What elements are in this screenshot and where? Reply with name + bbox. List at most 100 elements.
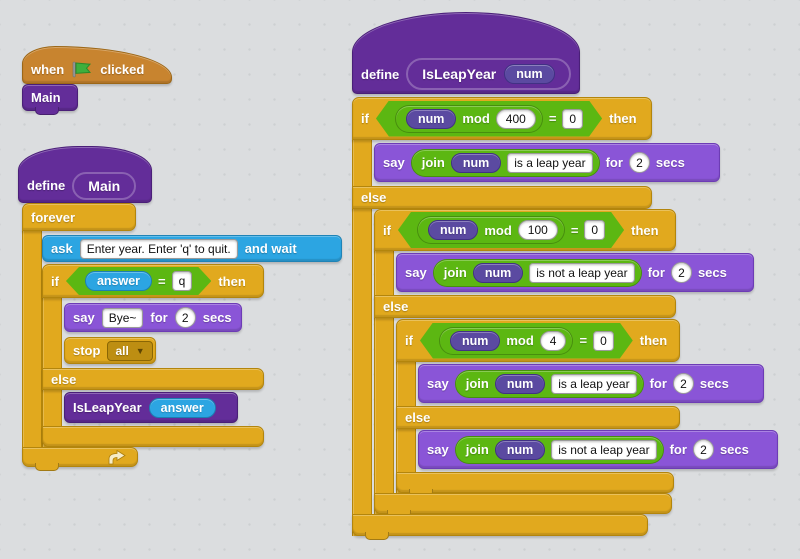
say-join-block-4[interactable]: say join num is not a leap year for 2 se… <box>418 430 778 469</box>
say-label: say <box>427 376 449 391</box>
equals-input[interactable]: 0 <box>584 220 605 240</box>
join-label: join <box>421 155 445 170</box>
secs-input-4[interactable]: 2 <box>692 439 714 460</box>
ask-label: ask <box>51 241 73 256</box>
say-join-block-2[interactable]: say join num is not a leap year for 2 se… <box>396 253 754 292</box>
forever-label: forever <box>31 209 76 225</box>
message-input-2[interactable]: is not a leap year <box>529 262 635 283</box>
else-label: else <box>51 371 77 387</box>
mod-expression-100[interactable]: num mod 100 <box>417 216 565 244</box>
define-isleapyear-hat[interactable]: define IsLeapYear num <box>352 12 580 94</box>
ask-input[interactable]: Enter year. Enter 'q' to quit. <box>79 238 238 259</box>
if-bottom-bar-2[interactable] <box>374 493 672 518</box>
define-label: define <box>361 66 400 82</box>
num-reporter[interactable]: num <box>494 439 546 460</box>
mod-expression-400[interactable]: num mod 400 <box>395 105 543 133</box>
equals-label: = <box>579 333 588 348</box>
mod-input-4[interactable]: 4 <box>540 331 567 351</box>
else-label: else <box>405 410 431 425</box>
param-reporter-num[interactable]: num <box>504 64 555 84</box>
call-name-label: IsLeapYear <box>73 400 142 415</box>
mod-label: mod <box>506 333 534 348</box>
stop-dropdown[interactable]: all ▼ <box>107 340 153 361</box>
secs-input-2[interactable]: 2 <box>670 262 692 283</box>
for-label: for <box>669 442 687 457</box>
stop-block[interactable]: stop all ▼ <box>64 337 156 364</box>
message-input-3[interactable]: is a leap year <box>551 373 637 394</box>
then-label: then <box>639 333 668 348</box>
condition-hexagon-mod400[interactable]: num mod 400 = 0 <box>376 101 602 137</box>
custom-block-prototype-main[interactable]: Main <box>72 171 137 200</box>
answer-reporter[interactable]: answer <box>85 271 152 291</box>
secs-input-1[interactable]: 2 <box>628 152 650 173</box>
say-join-block-3[interactable]: say join num is a leap year for 2 secs <box>418 364 764 403</box>
if-label: if <box>405 333 413 348</box>
num-reporter[interactable]: num <box>450 152 502 173</box>
say-label: say <box>405 265 427 280</box>
when-label: when <box>31 61 65 77</box>
equals-label: = <box>570 222 579 238</box>
condition-hexagon[interactable]: answer = q <box>66 267 211 295</box>
secs-input[interactable]: 2 <box>174 307 196 328</box>
condition-hexagon-mod4[interactable]: num mod 4 = 0 <box>420 323 633 359</box>
loop-arrow-icon <box>105 449 129 465</box>
mod-expression-4[interactable]: num mod 4 <box>439 327 574 355</box>
message-input-1[interactable]: is a leap year <box>507 152 593 173</box>
prototype-name: Main <box>88 177 121 194</box>
say-bye-block[interactable]: say Bye~ for 2 secs <box>64 303 242 332</box>
if2-arm[interactable] <box>374 249 394 514</box>
then-label: then <box>218 273 246 289</box>
join-label: join <box>465 376 489 391</box>
answer-argument-reporter[interactable]: answer <box>148 397 216 418</box>
mod-input-400[interactable]: 400 <box>496 109 536 129</box>
if-block-top[interactable]: if answer = q then <box>42 264 264 298</box>
num-reporter[interactable]: num <box>494 373 546 394</box>
isleapyear-call-block[interactable]: IsLeapYear answer <box>64 392 238 423</box>
when-flag-clicked-block[interactable]: when clicked <box>22 46 172 84</box>
equals-input[interactable]: 0 <box>593 331 614 351</box>
mod-input-100[interactable]: 100 <box>518 220 558 240</box>
join-expression-4[interactable]: join num is not a leap year <box>454 435 664 464</box>
forever-arm[interactable] <box>22 228 42 450</box>
num-reporter[interactable]: num <box>450 331 500 351</box>
else-bar-1[interactable]: else <box>352 186 652 209</box>
if-mod400-top[interactable]: if num mod 400 = 0 then <box>352 97 652 140</box>
condition-hexagon-mod100[interactable]: num mod 100 = 0 <box>398 212 624 248</box>
join-expression-1[interactable]: join num is a leap year <box>410 148 600 177</box>
else-label: else <box>361 190 387 205</box>
else-bar-3[interactable]: else <box>396 406 680 429</box>
ask-block[interactable]: ask Enter year. Enter 'q' to quit. and w… <box>42 235 342 262</box>
else-bar[interactable]: else <box>42 368 264 390</box>
main-call-block[interactable]: Main <box>22 84 78 115</box>
join-expression-2[interactable]: join num is not a leap year <box>432 258 642 287</box>
if-bottom-bar-3[interactable] <box>396 472 674 497</box>
else-label: else <box>383 299 409 314</box>
message-input-4[interactable]: is not a leap year <box>551 439 657 460</box>
num-reporter[interactable]: num <box>472 262 524 283</box>
else-bar-2[interactable]: else <box>374 295 676 318</box>
say-label: say <box>427 442 449 457</box>
if-bottom-bar-1[interactable] <box>352 514 648 540</box>
num-reporter[interactable]: num <box>406 109 456 129</box>
if-mod100-top[interactable]: if num mod 100 = 0 then <box>374 209 676 251</box>
forever-bottom-bar[interactable] <box>22 447 138 471</box>
for-label: for <box>150 310 168 325</box>
say-input[interactable]: Bye~ <box>101 307 144 328</box>
if1-arm[interactable] <box>352 138 372 536</box>
num-reporter[interactable]: num <box>428 220 478 240</box>
if-bottom-bar[interactable] <box>42 426 264 447</box>
if-mod4-top[interactable]: if num mod 4 = 0 then <box>396 319 680 362</box>
secs-input-3[interactable]: 2 <box>672 373 694 394</box>
join-expression-3[interactable]: join num is a leap year <box>454 369 644 398</box>
equals-input[interactable]: 0 <box>562 109 583 129</box>
say-label: say <box>383 155 405 170</box>
main-call-label: Main <box>31 90 61 105</box>
secs-label: secs <box>655 155 685 170</box>
equals-input[interactable]: q <box>172 271 193 291</box>
say-join-block-1[interactable]: say join num is a leap year for 2 secs <box>374 143 720 182</box>
define-main-hat[interactable]: define Main <box>18 146 152 203</box>
clicked-label: clicked <box>100 61 145 77</box>
block-bump <box>365 532 389 540</box>
forever-block-top[interactable]: forever <box>22 203 136 231</box>
custom-block-prototype-isleapyear[interactable]: IsLeapYear num <box>406 58 571 90</box>
